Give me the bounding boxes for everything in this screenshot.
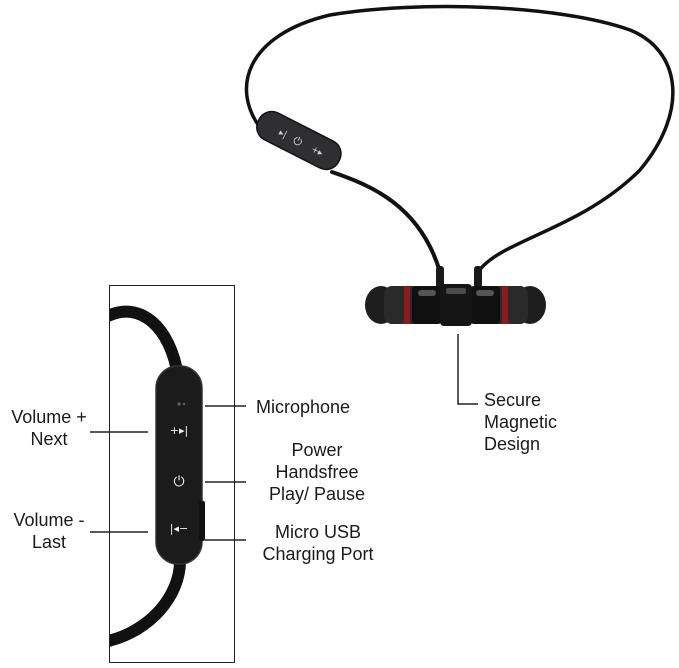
right-earbud bbox=[470, 286, 546, 324]
volume-minus-label: Volume - Last bbox=[13, 510, 85, 552]
previous-icon: |◂− bbox=[169, 522, 189, 535]
remote-detail-inset: +▸| ⏻ |◂− bbox=[109, 285, 235, 663]
microphone-label: Microphone bbox=[256, 397, 351, 417]
volume-plus-label: Volume + Next bbox=[11, 407, 87, 449]
left-earbud bbox=[365, 286, 442, 324]
remote-detail-illustration bbox=[110, 305, 205, 647]
svg-text:▸|: ▸| bbox=[277, 128, 288, 140]
power-label: Power Handsfree Play/ Pause bbox=[268, 440, 366, 504]
magnetic-design-label: Secure Magnetic Design bbox=[484, 390, 558, 454]
micro-usb-label: Micro USB Charging Port bbox=[262, 522, 374, 564]
cable-remote: ▸| ⏻ +▸ bbox=[256, 110, 342, 171]
play-next-icon: +▸| bbox=[169, 424, 189, 437]
power-phone-icon: ⏻ bbox=[173, 474, 185, 490]
